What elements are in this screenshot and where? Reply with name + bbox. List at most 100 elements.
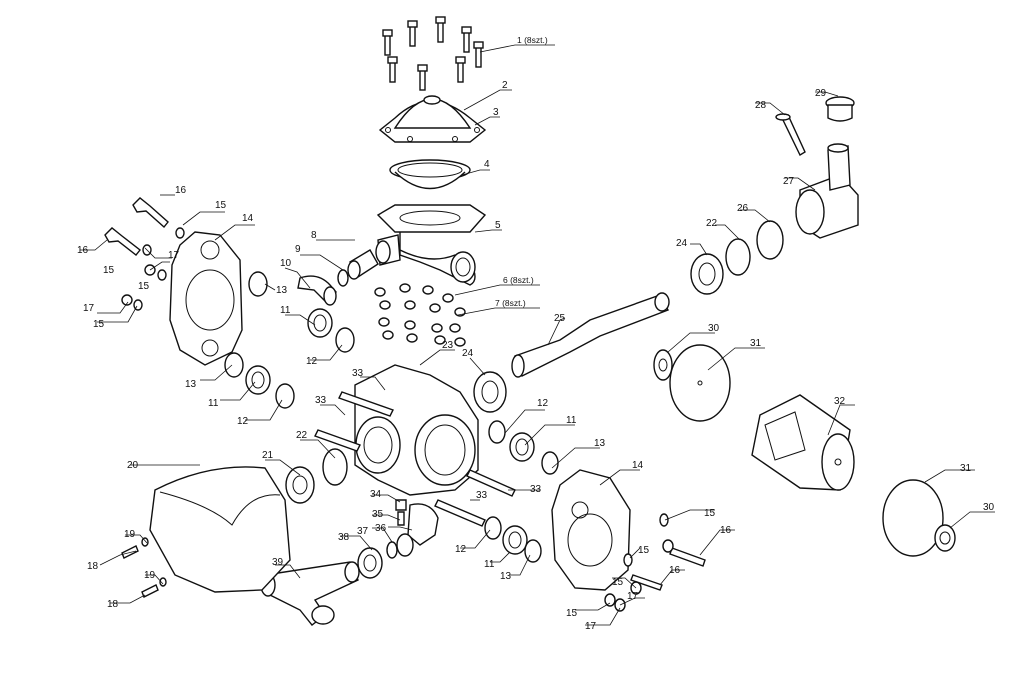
callout-19-b: 19 [144, 570, 156, 581]
part-valve-11-bottom [484, 516, 542, 563]
leader-lines [80, 44, 995, 626]
callout-12-upper: 12 [306, 356, 318, 367]
callout-16-c: 16 [720, 525, 732, 536]
callout-15-c: 15 [138, 281, 150, 292]
callout-8: 8 [311, 230, 317, 241]
callout-16-a: 16 [175, 185, 187, 196]
part-nipple-8 [347, 249, 379, 280]
part-oring-9 [337, 269, 349, 287]
part-tee-39 [260, 561, 360, 626]
callout-31-upper: 31 [750, 338, 762, 349]
callout-9: 9 [295, 244, 301, 255]
part-diaphragm-31-upper [669, 344, 731, 422]
callout-21: 21 [262, 450, 274, 461]
part-screws-18-19 [121, 537, 167, 598]
callout-39: 39 [272, 557, 284, 568]
part-head-plate-left [169, 231, 243, 366]
callout-34: 34 [370, 489, 382, 500]
part-small-34-35 [395, 499, 407, 526]
part-bearing-24-right [690, 253, 724, 295]
callout-15-d: 15 [93, 319, 105, 330]
callout-16-b: 16 [77, 245, 89, 256]
callout-17-a: 17 [168, 250, 180, 261]
part-cap-29 [825, 96, 855, 122]
callout-18-a: 18 [87, 561, 99, 572]
callout-26: 26 [737, 203, 749, 214]
part-elbow-10 [297, 275, 337, 306]
callout-33-b: 33 [315, 395, 327, 406]
callout-11-right: 11 [566, 415, 577, 426]
callout-7: 7 (8szt.) [495, 298, 526, 308]
callout-10: 10 [280, 258, 292, 269]
callout-15-f: 15 [638, 545, 650, 556]
callout-labels: 1 (8szt.) 2 3 4 5 6 (8szt.) 7 (8szt.) 8 … [77, 35, 995, 632]
callout-31-lower: 31 [960, 463, 972, 474]
part-shaft-25 [511, 292, 670, 378]
callout-11-upper: 11 [280, 305, 291, 316]
callout-15-a: 15 [215, 200, 227, 211]
callout-32: 32 [834, 396, 846, 407]
callout-11-bottom: 11 [484, 559, 495, 570]
callout-19-a: 19 [124, 529, 136, 540]
callout-13-right: 13 [594, 438, 606, 449]
callout-33-a: 33 [352, 368, 364, 379]
callout-5: 5 [495, 220, 501, 231]
part-nuts-washers [374, 283, 466, 347]
part-bearing-24-center [473, 371, 507, 413]
part-seal-22-21 [285, 448, 348, 504]
part-pin-28 [775, 113, 806, 156]
callout-12-bottom: 12 [455, 544, 467, 555]
callout-22-right: 22 [706, 218, 718, 229]
callout-18-b: 18 [107, 599, 119, 610]
callout-3: 3 [493, 107, 499, 118]
part-valve-11-right [488, 420, 559, 475]
callout-27: 27 [783, 176, 795, 187]
part-bolts-top [382, 16, 484, 91]
part-studs-33 [314, 391, 516, 527]
callout-13-upper: 13 [276, 285, 288, 296]
callout-6: 6 (8szt.) [503, 275, 534, 285]
callout-13-bottom: 13 [500, 571, 512, 582]
callout-36: 36 [375, 523, 387, 534]
callout-29: 29 [815, 88, 827, 99]
part-housing-20 [149, 466, 291, 593]
part-diaphragm-31-lower [882, 479, 944, 557]
callout-38: 38 [338, 532, 350, 543]
callout-14-left: 14 [242, 213, 254, 224]
callout-24-right: 24 [676, 238, 688, 249]
callout-13-left: 13 [185, 379, 197, 390]
callout-25: 25 [554, 313, 566, 324]
callout-23: 23 [442, 340, 454, 351]
callout-28: 28 [755, 100, 767, 111]
callout-30-lower: 30 [983, 502, 995, 513]
callout-15-h: 15 [566, 608, 578, 619]
part-circlips-22-26 [725, 220, 784, 276]
callout-14-right: 14 [632, 460, 644, 471]
callout-17-c: 17 [627, 591, 639, 602]
part-dome-cover [378, 95, 487, 143]
callout-15-e: 15 [704, 508, 716, 519]
callout-35: 35 [372, 509, 384, 520]
part-disc-30-upper [653, 349, 673, 381]
part-disc-30-lower [934, 524, 956, 552]
callout-20: 20 [127, 460, 139, 471]
callout-1: 1 (8szt.) [517, 35, 548, 45]
part-nut-38 [357, 547, 383, 579]
callout-33-d: 33 [476, 490, 488, 501]
callout-12-right: 12 [537, 398, 549, 409]
part-valves-11 [245, 308, 333, 395]
part-bolts-16-left [104, 197, 169, 256]
callout-37: 37 [357, 526, 369, 537]
callout-15-b: 15 [103, 265, 115, 276]
part-elbow-27 [795, 143, 859, 239]
part-diaphragm [389, 159, 471, 190]
part-elbow-37 [386, 503, 439, 559]
callout-24-center: 24 [462, 348, 474, 359]
callout-30-upper: 30 [708, 323, 720, 334]
callout-16-d: 16 [669, 565, 681, 576]
part-cylinder-32 [751, 394, 855, 491]
part-washers-left [121, 227, 185, 311]
callout-33-c: 33 [530, 484, 542, 495]
